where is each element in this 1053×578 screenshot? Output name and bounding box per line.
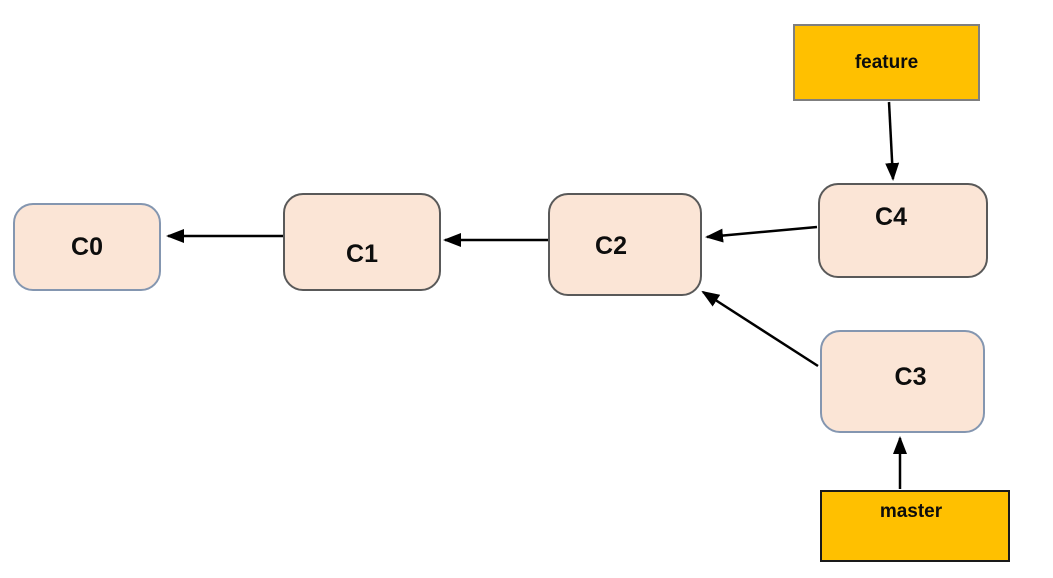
edge-c4-to-c2 (705, 225, 818, 243)
branch-box-master: master (820, 490, 1010, 562)
commit-node-c3: C3 (820, 330, 985, 433)
commit-label-c0: C0 (71, 232, 103, 261)
edge-feature-to-c4 (885, 101, 900, 181)
commit-label-c2: C2 (595, 232, 627, 260)
commit-node-c1: C1 (283, 193, 441, 291)
commit-node-c2: C2 (548, 193, 702, 296)
commit-label-c3: C3 (894, 363, 927, 391)
edge-c3-to-c2 (701, 290, 819, 368)
commit-label-c1: C1 (346, 239, 378, 268)
commit-node-c0: C0 (13, 203, 161, 291)
branch-label-master: master (879, 501, 943, 522)
commit-label-c4: C4 (875, 203, 907, 231)
branch-box-feature: feature (793, 24, 980, 101)
commit-node-c4: C4 (818, 183, 988, 278)
branch-label-feature: feature (854, 51, 919, 73)
